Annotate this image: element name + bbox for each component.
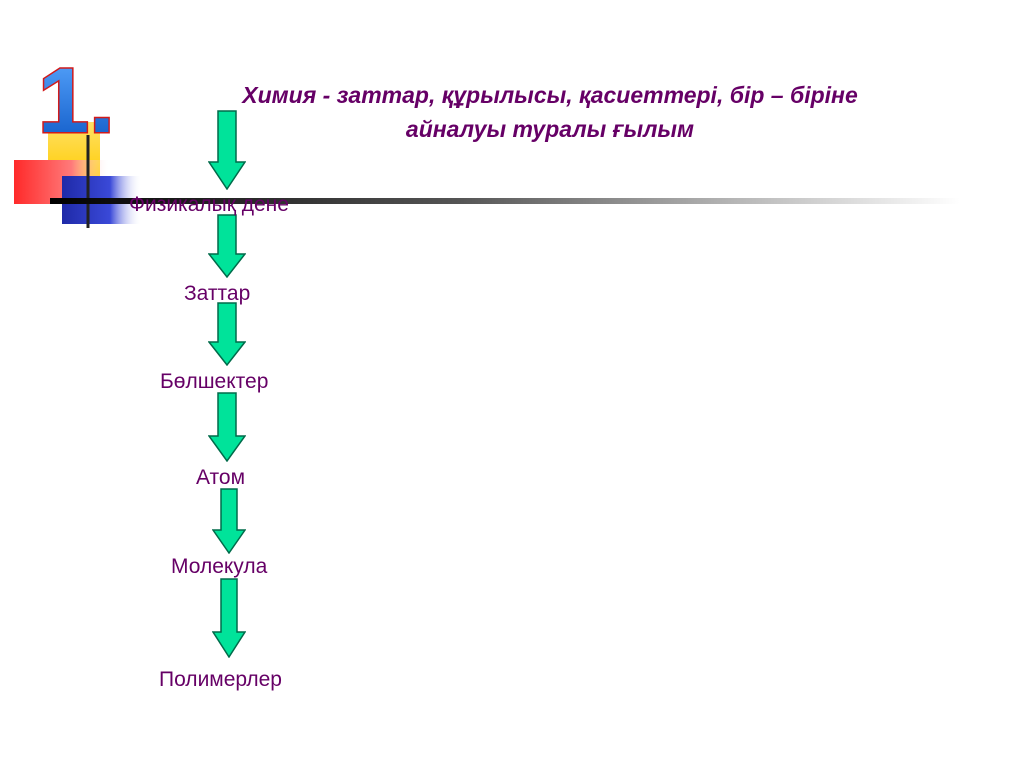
flow-item-physical-body: Физикалық дене xyxy=(129,193,289,216)
badge-numeral: 1. xyxy=(37,49,117,154)
down-arrow-icon xyxy=(208,302,246,366)
down-arrow-icon xyxy=(212,578,246,658)
horizontal-rule xyxy=(50,198,960,204)
title-line-2: айналуы туралы ғылым xyxy=(405,116,695,142)
svg-text:1.: 1. xyxy=(38,50,115,152)
flow-item-molecule: Молекула xyxy=(171,555,268,578)
title-line-1: Химия - заттар, құрылысы, қасиеттері, бі… xyxy=(242,82,858,108)
page-title: Химия - заттар, құрылысы, қасиеттері, бі… xyxy=(120,78,980,146)
down-arrow-icon xyxy=(208,110,246,190)
down-arrow-icon xyxy=(208,214,246,278)
flow-item-particles: Бөлшектер xyxy=(160,370,269,393)
flow-item-substances: Заттар xyxy=(184,282,251,305)
flow-item-atom: Атом xyxy=(196,466,246,489)
down-arrow-icon xyxy=(212,488,246,554)
flow-item-polymers: Полимерлер xyxy=(159,668,282,691)
down-arrow-icon xyxy=(208,392,246,462)
